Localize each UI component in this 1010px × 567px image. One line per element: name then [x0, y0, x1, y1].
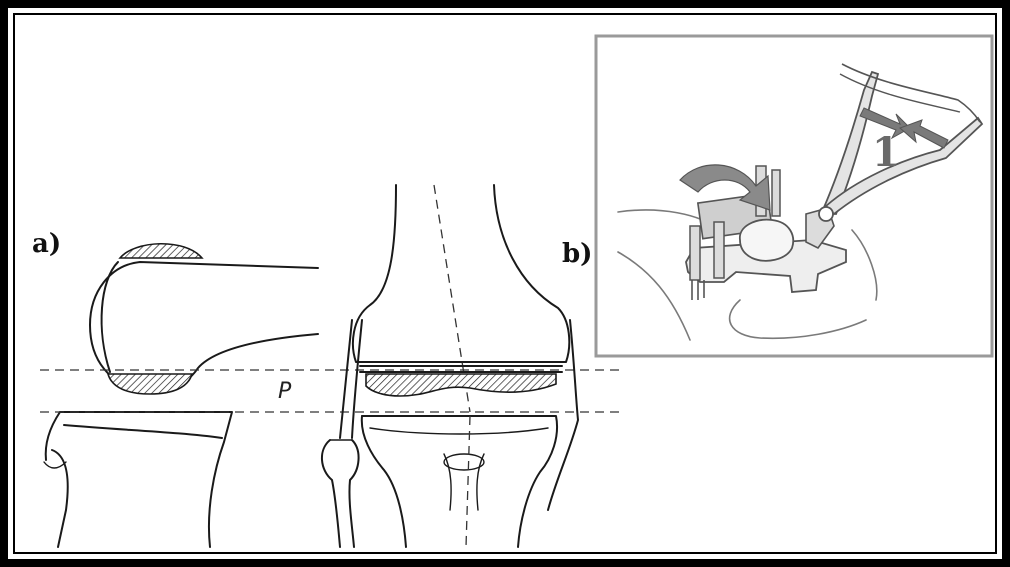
- gap-label: P: [278, 379, 292, 404]
- tensor-dial: [740, 220, 793, 261]
- femur-sagittal: [90, 244, 318, 394]
- femur-distal-cartilage: [108, 374, 192, 394]
- femur-posterior-cartilage: [120, 244, 202, 258]
- panel-a: a) P: [32, 185, 620, 547]
- pliers-pivot: [819, 207, 833, 221]
- femur-frontal-cartilage: [366, 374, 556, 396]
- femur-frontal: [353, 185, 569, 412]
- tibia-axis: [466, 416, 470, 547]
- fibula: [322, 440, 359, 547]
- panel-b-frame: [596, 36, 992, 356]
- panel-b-label: b): [562, 239, 592, 269]
- panel-a-label: a): [32, 229, 61, 259]
- panel-b: 1: [596, 36, 992, 356]
- tibia-frontal: [362, 416, 557, 547]
- step-number: 1: [872, 129, 900, 176]
- tibia-sagittal: [44, 412, 232, 547]
- medial-ligament: [340, 320, 362, 438]
